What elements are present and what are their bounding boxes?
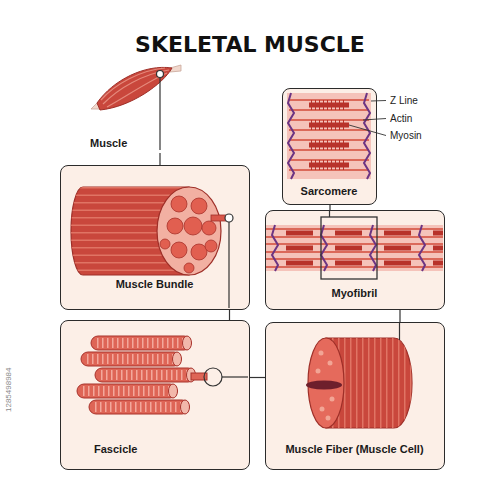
watermark: 1285498984 bbox=[3, 368, 15, 413]
part-name: Sarcomere bbox=[301, 185, 358, 198]
zoom-connector bbox=[229, 310, 230, 320]
part-name: Muscle Fiber (Muscle Cell) bbox=[285, 443, 423, 456]
zoom-connector bbox=[250, 377, 265, 378]
part-label: Z Line bbox=[390, 95, 418, 107]
part-label: Actin bbox=[390, 113, 412, 125]
part-label: Myosin bbox=[390, 130, 422, 142]
part-name: Fascicle bbox=[94, 443, 137, 456]
muscle-illustration bbox=[85, 62, 185, 150]
myofibril-panel: Myofibril bbox=[265, 210, 445, 310]
fascicle-illustration bbox=[61, 321, 248, 468]
zoom-connector bbox=[399, 310, 400, 322]
zoom-connector bbox=[159, 153, 160, 165]
part-name: Muscle bbox=[90, 137, 127, 150]
part-name: Myofibril bbox=[332, 287, 378, 300]
muscle-figure: Muscle bbox=[85, 62, 185, 153]
part-name: Muscle Bundle bbox=[116, 278, 194, 291]
fiber-panel: Muscle Fiber (Muscle Cell) bbox=[265, 322, 445, 470]
bundle-panel: Muscle Bundle bbox=[60, 165, 250, 310]
sarcomere-panel: Sarcomere bbox=[282, 88, 377, 205]
fascicle-panel: Fascicle bbox=[60, 320, 250, 470]
diagram-title: SKELETAL MUSCLE bbox=[0, 0, 500, 58]
